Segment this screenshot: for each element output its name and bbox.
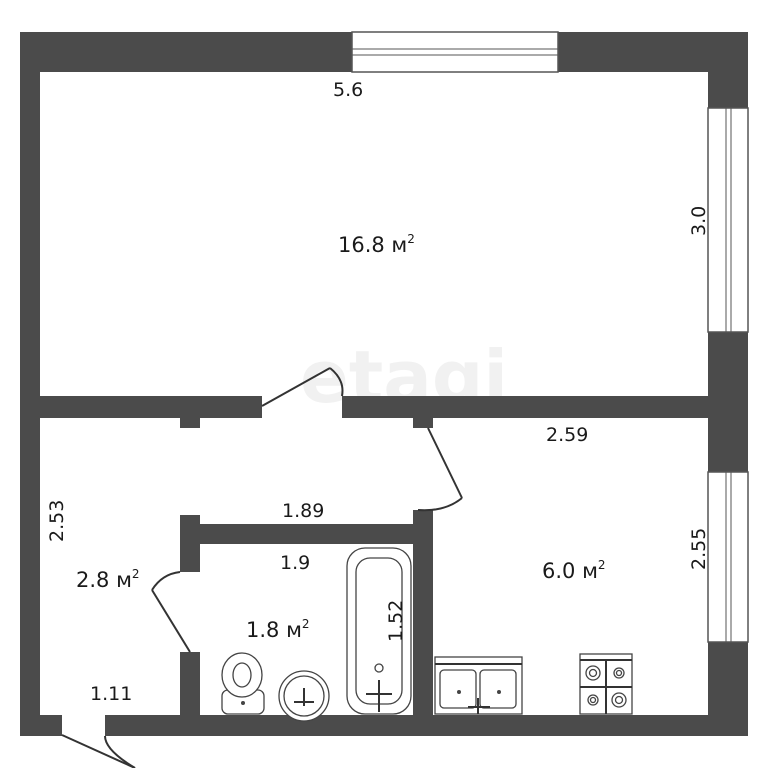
wall-bath-left-bottom bbox=[180, 652, 200, 715]
dim-living-depth: 3.0 bbox=[688, 206, 710, 236]
area-living-room: 16.8 м2 bbox=[338, 232, 415, 257]
wall-right-2 bbox=[708, 332, 748, 472]
stove-icon bbox=[579, 653, 633, 715]
dim-living-width: 5.6 bbox=[333, 79, 363, 101]
wall-middle-right bbox=[342, 396, 708, 418]
wall-bath-right bbox=[413, 510, 433, 715]
area-labels: 16.8 м2 6.0 м2 2.8 м2 1.8 м2 bbox=[76, 232, 606, 642]
wall-bottom bbox=[105, 715, 748, 736]
door-entry bbox=[61, 734, 136, 768]
fixtures bbox=[221, 547, 633, 722]
wall-stub-2 bbox=[413, 418, 433, 428]
dim-corridor-width: 1.89 bbox=[282, 500, 324, 522]
window-top bbox=[351, 31, 559, 73]
door-bathroom bbox=[151, 571, 191, 653]
wall-bath-top bbox=[200, 524, 413, 544]
doors bbox=[61, 367, 463, 768]
walls bbox=[20, 32, 748, 736]
dim-kitchen-width: 2.59 bbox=[546, 424, 588, 446]
wall-bath-left-top bbox=[180, 515, 200, 572]
dim-bathroom-width: 1.9 bbox=[280, 552, 310, 574]
area-bathroom: 1.8 м2 bbox=[246, 617, 310, 642]
wall-right-1 bbox=[708, 32, 748, 108]
window-right-living bbox=[707, 107, 749, 333]
dimension-labels: 5.6 3.0 2.59 2.55 2.53 1.89 1.9 1.52 1.1… bbox=[46, 79, 710, 705]
toilet-icon bbox=[221, 652, 265, 715]
door-living bbox=[261, 367, 344, 407]
windows bbox=[351, 31, 749, 643]
dim-kitchen-depth: 2.55 bbox=[688, 528, 710, 570]
wall-stub-1 bbox=[180, 418, 200, 428]
door-kitchen bbox=[417, 427, 463, 512]
dim-entry-width: 1.11 bbox=[90, 683, 132, 705]
area-hallway: 2.8 м2 bbox=[76, 567, 140, 592]
dim-bathroom-depth: 1.52 bbox=[385, 600, 407, 642]
bathtub-icon bbox=[346, 547, 412, 715]
wall-top-left bbox=[20, 32, 352, 72]
dim-hallway-depth: 2.53 bbox=[46, 500, 68, 542]
wall-bottom-left bbox=[20, 715, 62, 736]
window-right-kitchen bbox=[707, 471, 749, 643]
area-kitchen: 6.0 м2 bbox=[542, 558, 606, 583]
wall-middle-left bbox=[40, 396, 262, 418]
kitchen-sink-icon bbox=[434, 656, 523, 715]
wall-left bbox=[20, 32, 40, 736]
sink-icon bbox=[278, 670, 330, 722]
